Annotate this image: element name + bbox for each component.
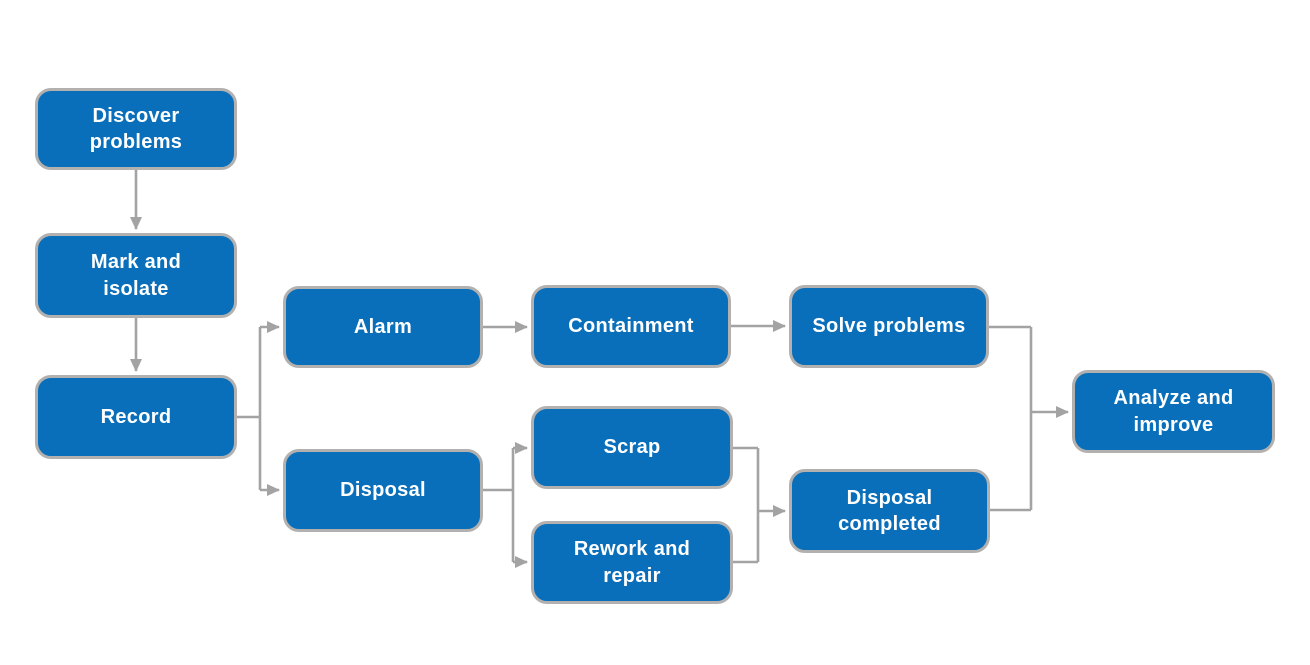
node-containment-label: Containment bbox=[568, 315, 694, 338]
node-scrap: Scrap bbox=[531, 406, 733, 489]
node-disposal: Disposal bbox=[283, 449, 483, 532]
connector-record-branch-trunk bbox=[237, 327, 262, 490]
node-analyze-and-improve: Analyze and improve bbox=[1072, 370, 1275, 453]
node-rework-and-repair-label: Rework and repair bbox=[573, 538, 691, 587]
connector-right-merge-trunk bbox=[989, 325, 1033, 512]
node-solve-problems: Solve problems bbox=[789, 285, 989, 368]
node-disposal-label: Disposal bbox=[340, 479, 426, 502]
node-scrap-label: Scrap bbox=[603, 436, 661, 459]
node-discover-problems-label: Discover problems bbox=[89, 104, 183, 153]
connector-scrap-rework-merge-trunk bbox=[733, 446, 760, 564]
node-solve-problems-label: Solve problems bbox=[812, 315, 966, 338]
node-mark-and-isolate: Mark and isolate bbox=[35, 233, 237, 318]
node-record-label: Record bbox=[100, 405, 172, 428]
node-mark-and-isolate-label: Mark and isolate bbox=[90, 251, 182, 300]
node-record: Record bbox=[35, 375, 237, 459]
connector-disposal-branch-trunk bbox=[483, 448, 515, 562]
node-disposal-completed: Disposal completed bbox=[789, 469, 990, 553]
node-containment: Containment bbox=[531, 285, 731, 368]
node-disposal-completed-label: Disposal completed bbox=[838, 486, 941, 535]
node-alarm: Alarm bbox=[283, 286, 483, 368]
node-rework-and-repair: Rework and repair bbox=[531, 521, 733, 604]
node-discover-problems: Discover problems bbox=[35, 88, 237, 170]
node-analyze-and-improve-label: Analyze and improve bbox=[1113, 387, 1234, 436]
node-alarm-label: Alarm bbox=[353, 315, 413, 338]
